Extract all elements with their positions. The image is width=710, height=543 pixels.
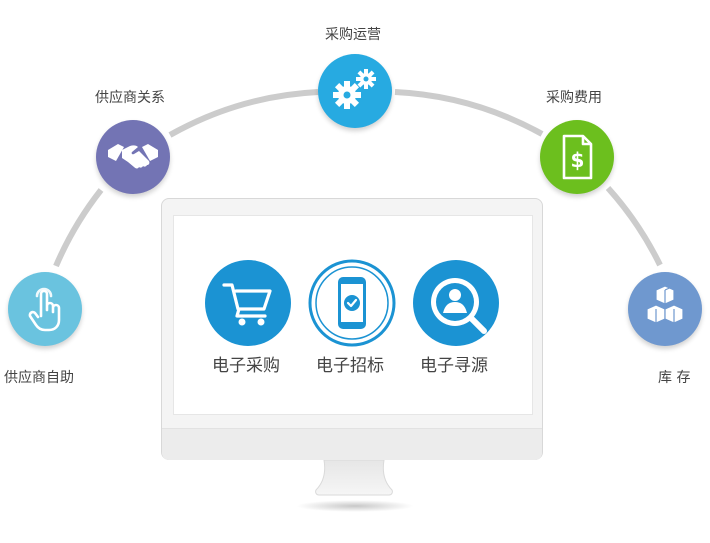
procurement-ops-node[interactable] <box>318 54 392 128</box>
supplier-relations-node[interactable] <box>96 120 170 194</box>
hand-pointer-icon <box>28 287 61 332</box>
supplier-relations-label: 供应商关系 <box>95 90 165 106</box>
monitor-chin <box>162 428 542 460</box>
supplier-self-service-label: 供应商自助 <box>4 370 74 386</box>
gears-icon <box>333 69 376 109</box>
e-tendering-icon-button[interactable] <box>308 259 396 347</box>
shopping-cart-icon <box>205 260 291 346</box>
monitor-base-shadow <box>296 500 414 512</box>
e-sourcing-icon-button[interactable] <box>412 259 500 347</box>
dollar-document-icon: $ <box>562 134 593 180</box>
e-sourcing-label: 电子寻源 <box>420 356 488 376</box>
procurement-cost-label: 采购费用 <box>546 90 602 106</box>
e-procurement-label: 电子采购 <box>212 356 280 376</box>
mobile-check-icon <box>308 259 396 347</box>
procurement-ops-label: 采购运营 <box>325 27 381 43</box>
svg-text:$: $ <box>571 148 585 172</box>
procurement-cost-node[interactable]: $ <box>540 120 614 194</box>
boxes-icon <box>646 285 684 324</box>
e-procurement-icon-button[interactable] <box>204 259 292 347</box>
e-tendering-label: 电子招标 <box>316 356 384 376</box>
supplier-self-service-node[interactable] <box>8 272 82 346</box>
inventory-node[interactable] <box>628 272 702 346</box>
inventory-label: 库 存 <box>658 370 691 386</box>
person-search-icon <box>413 260 499 346</box>
handshake-icon <box>108 144 158 169</box>
monitor-stand <box>315 460 393 496</box>
